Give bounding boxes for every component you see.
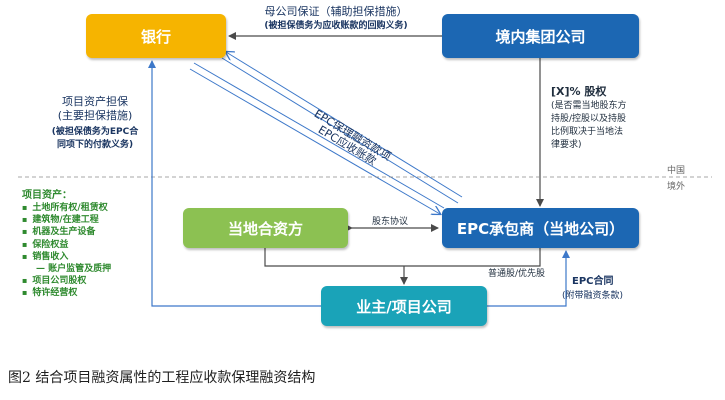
arrow-epc-contract (487, 250, 570, 307)
asset-pledge-note-2: 同项下的付款义务) (56, 140, 134, 150)
list-item: 建筑物/在建工程 (22, 214, 111, 226)
equity-note-4: 律要求) (551, 140, 582, 150)
shareholder-agreement-label: 股东协议 (372, 217, 409, 227)
list-item: 销售收入 (22, 251, 111, 263)
list-item: 保险权益 (22, 239, 111, 251)
parent-guarantee-note: (被担保债务为应收账款的回购义务) (264, 21, 408, 31)
list-item: 土地所有权/租赁权 (22, 202, 111, 214)
epc-contract-note: (附带融资条款) (562, 291, 624, 301)
asset-pledge-label: 项目资产担保 (62, 95, 128, 108)
parent-guarantee-label: 母公司保证（辅助担保措施） (264, 5, 408, 18)
equity-note-3: 比例取决于当地法 (551, 127, 624, 137)
region-china-label: 中国 (667, 166, 686, 176)
equity-label: [X]% 股权 (551, 85, 607, 98)
arrow-receivable (189, 62, 445, 214)
asset-pledge-main-label: (主要担保措施) (57, 109, 133, 122)
list-item: 机器及生产设备 (22, 226, 111, 238)
owner-node: 业主/项目公司 (321, 286, 487, 326)
share-type-label: 普通股/优先股 (488, 269, 546, 279)
project-assets-panel: 项目资产： 土地所有权/租赁权 建筑物/在建工程 机器及生产设备 保险权益 销售… (22, 189, 111, 300)
equity-note-2: 持股/控股以及持股 (551, 114, 627, 124)
bank-node: 银行 (86, 14, 226, 58)
local-partner-node: 当地合资方 (183, 208, 348, 248)
list-item: 项目公司股权 (22, 275, 111, 287)
arrow-shares-local (264, 248, 404, 267)
project-assets-list: 土地所有权/租赁权 建筑物/在建工程 机器及生产设备 保险权益 销售收入 — 账… (22, 202, 111, 300)
list-item: 特许经营权 (22, 287, 111, 299)
arrow-factoring (221, 52, 463, 204)
arrow-shares-epc (404, 248, 541, 267)
asset-pledge-note-1: (被担保债务为EPC合 (51, 127, 139, 137)
equity-note-1: (是否需当地股东方 (551, 101, 627, 111)
epc-contract-label: EPC合同 (572, 276, 614, 287)
domestic-group-node: 境内集团公司 (442, 14, 639, 58)
project-assets-title: 项目资产： (22, 190, 72, 201)
arrow-asset-pledge (148, 60, 321, 307)
figure-caption: 图2 结合项目融资属性的工程应收款保理融资结构 (8, 370, 316, 386)
region-overseas-label: 境外 (667, 182, 686, 192)
list-item: — 账户监管及质押 (36, 264, 112, 275)
epc-contractor-node: EPC承包商（当地公司） (442, 208, 639, 248)
